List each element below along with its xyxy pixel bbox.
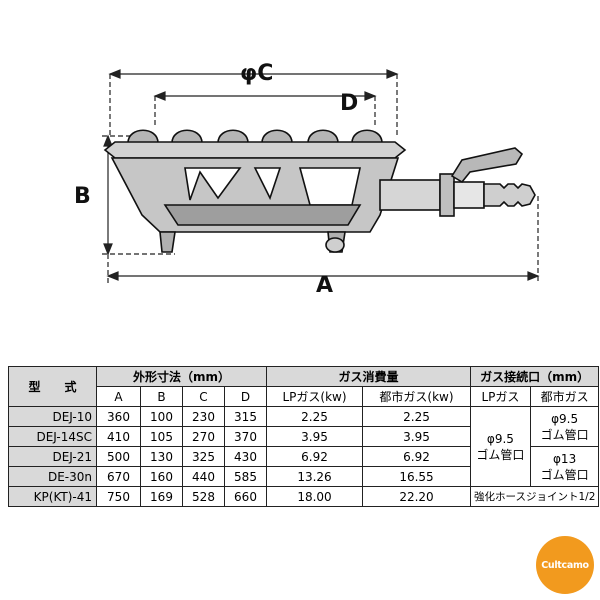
spec-table: 型 式 外形寸法（mm） ガス消費量 ガス接続口（mm） A B C D LPガ… xyxy=(8,366,600,507)
header-city-gas: 都市ガス xyxy=(529,386,600,407)
dim-b-label: B xyxy=(74,184,91,209)
brand-logo-text: Cultcamo xyxy=(541,559,589,571)
header-city-kw: 都市ガス(kw) xyxy=(362,386,471,407)
header-model: 型 式 xyxy=(8,366,97,407)
lp-kw-cell: 2.25 xyxy=(266,406,363,427)
city-connection-small-cell: φ9.5 ゴム管口 xyxy=(529,406,600,447)
lp-connection-type: ゴム管口 xyxy=(476,447,525,462)
dim-d-cell: 585 xyxy=(224,466,267,487)
burner-body xyxy=(103,129,536,253)
header-col-d: D xyxy=(224,386,267,407)
dim-d-cell: 315 xyxy=(224,406,267,427)
header-outer-dims: 外形寸法（mm） xyxy=(96,366,267,387)
dim-a-cell: 410 xyxy=(96,426,141,447)
dim-d-cell: 370 xyxy=(224,426,267,447)
header-col-a: A xyxy=(96,386,141,407)
dim-b-cell: 169 xyxy=(140,486,183,507)
lp-kw-cell: 6.92 xyxy=(266,446,363,467)
table-row: KP(KT)-41 750 169 528 660 18.00 22.20 強化… xyxy=(8,486,600,507)
city-kw-cell: 22.20 xyxy=(362,486,471,507)
model-cell: DEJ-21 xyxy=(8,446,97,467)
dim-c-label: φC xyxy=(240,61,273,86)
header-gas-consumption: ガス消費量 xyxy=(266,366,471,387)
city-connection-large-cell: φ13 ゴム管口 xyxy=(529,446,600,487)
dim-a-cell: 360 xyxy=(96,406,141,427)
dim-a-cell: 670 xyxy=(96,466,141,487)
model-cell: DEJ-14SC xyxy=(8,426,97,447)
city-connection-large-type: ゴム管口 xyxy=(540,467,589,482)
lp-kw-cell: 18.00 xyxy=(266,486,363,507)
brand-logo: Cultcamo xyxy=(536,536,594,594)
city-kw-cell: 2.25 xyxy=(362,406,471,427)
dim-a-cell: 500 xyxy=(96,446,141,467)
city-kw-cell: 3.95 xyxy=(362,426,471,447)
header-lp-kw: LPガス(kw) xyxy=(266,386,363,407)
table-row: DE-30n 670 160 440 585 13.26 16.55 xyxy=(8,466,599,487)
dim-b-cell: 160 xyxy=(140,466,183,487)
city-connection-large-size: φ13 xyxy=(553,451,577,466)
dim-d-cell: 430 xyxy=(224,446,267,467)
table-row: DEJ-10 360 100 230 315 2.25 2.25 φ9.5 ゴム… xyxy=(8,406,600,487)
table-header-row-2: A B C D LPガス(kw) 都市ガス(kw) LPガス 都市ガス xyxy=(9,386,600,407)
header-col-b: B xyxy=(140,386,183,407)
flame-ports xyxy=(127,129,383,144)
table-header-row-1: 型 式 外形寸法（mm） ガス消費量 ガス接続口（mm） xyxy=(8,366,600,407)
header-col-c: C xyxy=(182,386,225,407)
dim-b-cell: 130 xyxy=(140,446,183,467)
header-gas-connection: ガス接続口（mm） xyxy=(469,366,600,387)
lp-kw-cell: 13.26 xyxy=(266,466,363,487)
city-connection-small-type: ゴム管口 xyxy=(540,427,589,442)
model-cell: KP(KT)-41 xyxy=(8,486,97,507)
dim-d-cell: 660 xyxy=(224,486,267,507)
dim-c-cell: 440 xyxy=(182,466,225,487)
dim-b-cell: 105 xyxy=(140,426,183,447)
dim-d-label: D xyxy=(340,91,358,116)
dim-c-cell: 528 xyxy=(182,486,225,507)
dim-c-cell: 325 xyxy=(182,446,225,467)
dim-c-cell: 270 xyxy=(182,426,225,447)
city-kw-cell: 16.55 xyxy=(362,466,471,487)
burner-diagram: φC D B A xyxy=(74,61,540,298)
city-connection-small-size: φ9.5 xyxy=(551,411,579,426)
dim-a-cell: 750 xyxy=(96,486,141,507)
dim-a-label: A xyxy=(316,273,333,298)
lp-kw-cell: 3.95 xyxy=(266,426,363,447)
header-lp-gas: LPガス xyxy=(470,386,531,407)
lp-connection-size: φ9.5 xyxy=(486,431,514,446)
city-kw-cell: 6.92 xyxy=(362,446,471,467)
table-row: DEJ-14SC 410 105 270 370 3.95 3.95 xyxy=(8,426,599,447)
dimension-lines xyxy=(102,69,540,284)
dim-b-cell: 100 xyxy=(140,406,183,427)
lp-connection-cell: φ9.5 ゴム管口 xyxy=(470,406,531,487)
reinforced-joint-cell: 強化ホースジョイント1/2 xyxy=(469,486,600,507)
dim-c-cell: 230 xyxy=(182,406,225,427)
model-cell: DEJ-10 xyxy=(8,406,97,427)
model-cell: DE-30n xyxy=(8,466,97,487)
